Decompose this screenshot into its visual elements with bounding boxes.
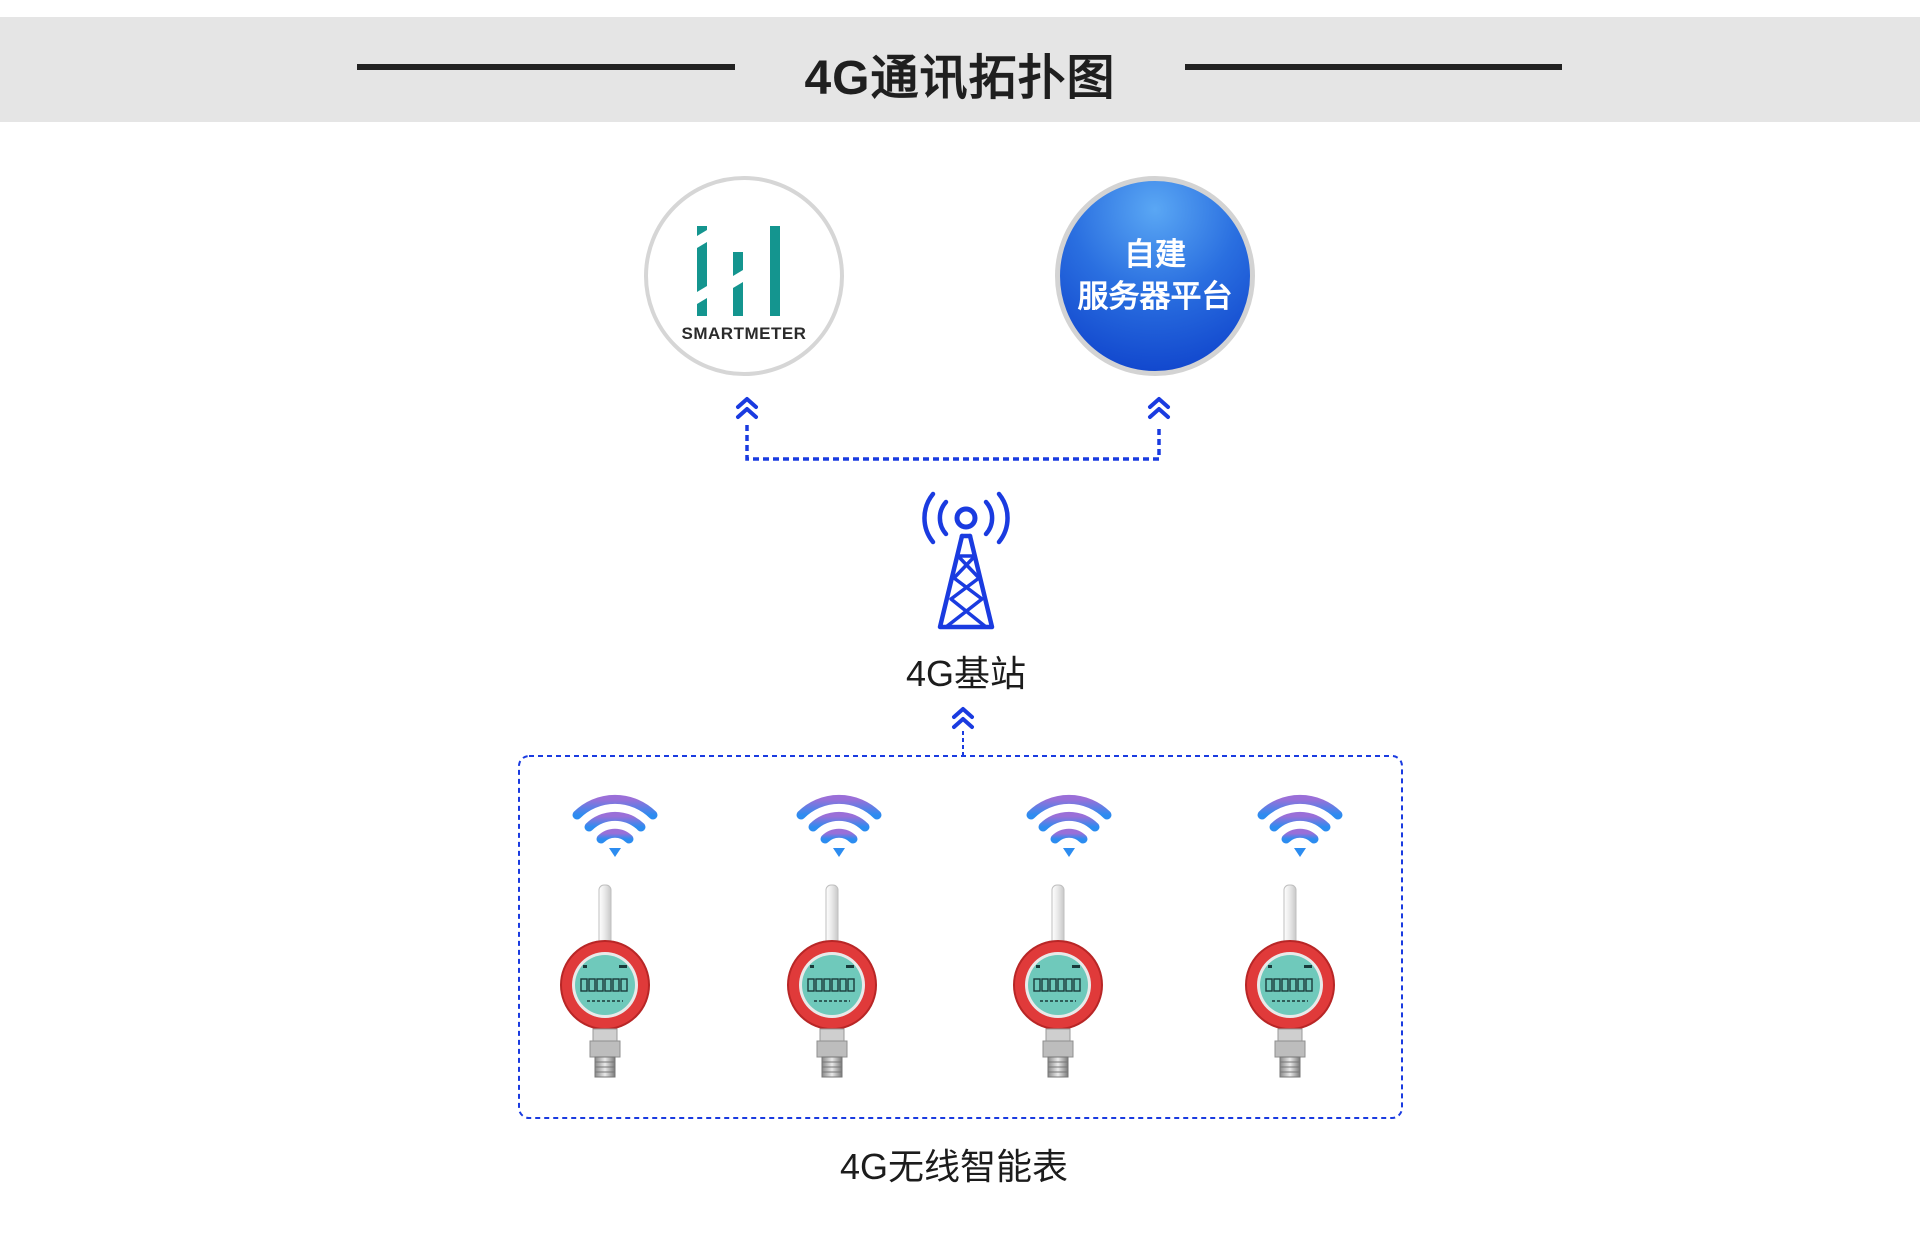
double-chevron-up-icon xyxy=(1148,397,1170,419)
pressure-meter-icon xyxy=(787,884,877,1078)
double-chevron-up-icon xyxy=(952,707,974,729)
pressure-meter-icon xyxy=(1013,884,1103,1078)
header-rule-left xyxy=(357,64,735,70)
server-label-line2: 服务器平台 xyxy=(1077,279,1233,314)
connector-line-top xyxy=(745,425,1161,461)
server-label-line1: 自建 xyxy=(1124,237,1186,272)
smartmeter-node: SMARTMETER xyxy=(644,176,844,376)
server-node: 自建 服务器平台 xyxy=(1055,176,1255,376)
station-label: 4G基站 xyxy=(905,653,1027,694)
smartmeter-logo-icon xyxy=(697,226,780,316)
header-band xyxy=(0,17,1920,122)
wifi-icon xyxy=(1031,799,1107,857)
wifi-icon xyxy=(801,799,877,857)
wifi-icon xyxy=(1262,799,1338,857)
cell-tower-icon xyxy=(922,491,1010,630)
meters-group-frame xyxy=(518,755,1403,1119)
wifi-icon xyxy=(577,799,653,857)
double-chevron-up-icon xyxy=(736,397,758,419)
smartmeter-brand-text: SMARTMETER xyxy=(681,324,807,343)
pressure-meter-icon xyxy=(1245,884,1335,1078)
pressure-meter-icon xyxy=(560,884,650,1078)
meters-label: 4G无线智能表 xyxy=(839,1146,1069,1187)
header-rule-right xyxy=(1185,64,1562,70)
page-title: 4G通讯拓扑图 xyxy=(804,52,1116,105)
